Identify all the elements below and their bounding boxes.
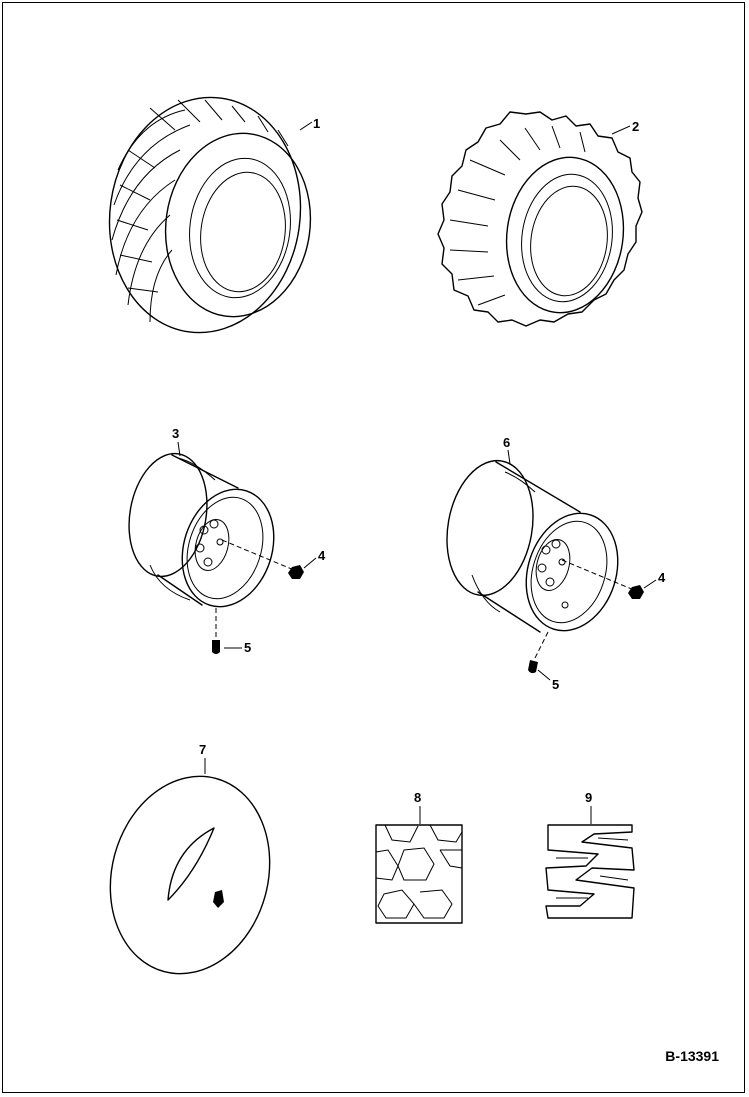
dash-valve-5b (533, 631, 549, 661)
leader-1 (299, 121, 313, 131)
tread-pattern-9 (545, 824, 635, 919)
dash-nut-4a (221, 539, 295, 571)
callout-2: 2 (632, 119, 639, 134)
leader-4b (643, 579, 657, 589)
valve-stem-5b (528, 660, 538, 674)
callout-5a: 5 (244, 640, 251, 655)
leader-3 (177, 441, 181, 457)
wheel-nut-4a (288, 565, 304, 579)
tire-1 (108, 96, 312, 334)
valve-stem-7 (213, 890, 224, 908)
tire-2 (437, 111, 643, 327)
wheel-nut-4b (628, 585, 644, 599)
figure-number: B-13391 (665, 1048, 719, 1064)
callout-6: 6 (503, 435, 510, 450)
callout-1: 1 (313, 116, 320, 131)
leader-6 (507, 449, 511, 465)
leader-5b (537, 669, 551, 681)
callout-4a: 4 (318, 548, 326, 563)
tread-pattern-8 (375, 824, 463, 924)
callout-8: 8 (414, 790, 421, 805)
callout-3: 3 (172, 426, 179, 441)
callout-4b: 4 (658, 570, 666, 585)
inner-tube-7 (109, 775, 271, 975)
wheel-rim-3 (128, 452, 275, 608)
leader-4a (303, 557, 317, 569)
leader-2 (611, 125, 631, 135)
callout-7: 7 (199, 742, 206, 757)
dash-nut-4b (561, 559, 635, 591)
callout-9: 9 (585, 790, 592, 805)
valve-stem-5a (212, 640, 220, 654)
callout-5b: 5 (552, 677, 559, 692)
wheel-rim-6 (446, 459, 619, 633)
